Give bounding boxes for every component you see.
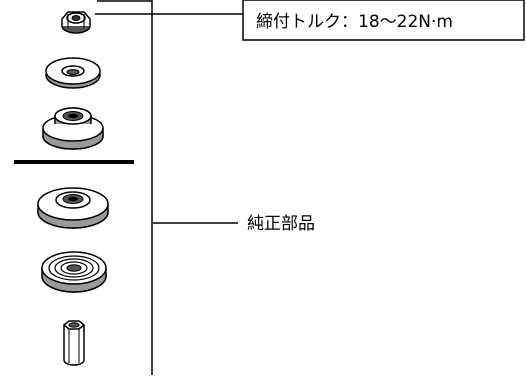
- lower-mount-icon: [37, 187, 109, 229]
- torque-callout-box: [242, 0, 525, 41]
- genuine-parts-label: 純正部品: [247, 214, 315, 234]
- torque-label: 締付トルク：18～22N·m: [256, 12, 453, 32]
- bearing-icon: [41, 251, 107, 293]
- spacer-sleeve-icon: [62, 320, 86, 366]
- washer-icon: [45, 57, 101, 89]
- upper-mount-icon: [42, 107, 104, 150]
- nut-icon: [61, 11, 91, 34]
